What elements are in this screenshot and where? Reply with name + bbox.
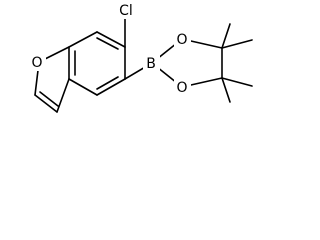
boron-atom: B (143, 55, 160, 72)
furan-oxygen-atom: O (29, 54, 46, 71)
bond-c2-c3 (34, 94, 58, 113)
bond-c7-c7a (68, 31, 98, 48)
bond-c3-c3a (56, 78, 70, 113)
bond-c6-c7 (96, 31, 126, 48)
chlorine-label: Cl (119, 3, 133, 19)
bond-c4-c5 (96, 78, 126, 96)
chlorine-atom: Cl (115, 2, 137, 19)
bond-inner-c6-c7 (96, 37, 119, 50)
bond-methyl-bottom-right (221, 77, 253, 87)
ester-oxygen-bottom-label: O (176, 80, 187, 96)
bond-methyl-bottom-down (221, 77, 231, 103)
ester-oxygen-top-atom: O (174, 31, 191, 48)
ester-oxygen-top-label: O (176, 32, 187, 48)
atom-labels: Cl O B O O (29, 2, 191, 96)
bond-c3a-c4 (68, 78, 98, 96)
ester-oxygen-bottom-atom: O (174, 79, 191, 96)
bond-methyl-top-up (221, 23, 231, 49)
bond-inner-c2-c3 (39, 91, 59, 107)
bond-methyl-top-right (221, 39, 253, 49)
furan-oxygen-label: O (31, 55, 42, 71)
boron-label: B (146, 56, 156, 72)
molecule-diagram: Cl O B O O (29, 2, 253, 113)
structure-canvas: Cl O B O O (29, 2, 253, 113)
bond-inner-c4-c5 (96, 76, 119, 90)
